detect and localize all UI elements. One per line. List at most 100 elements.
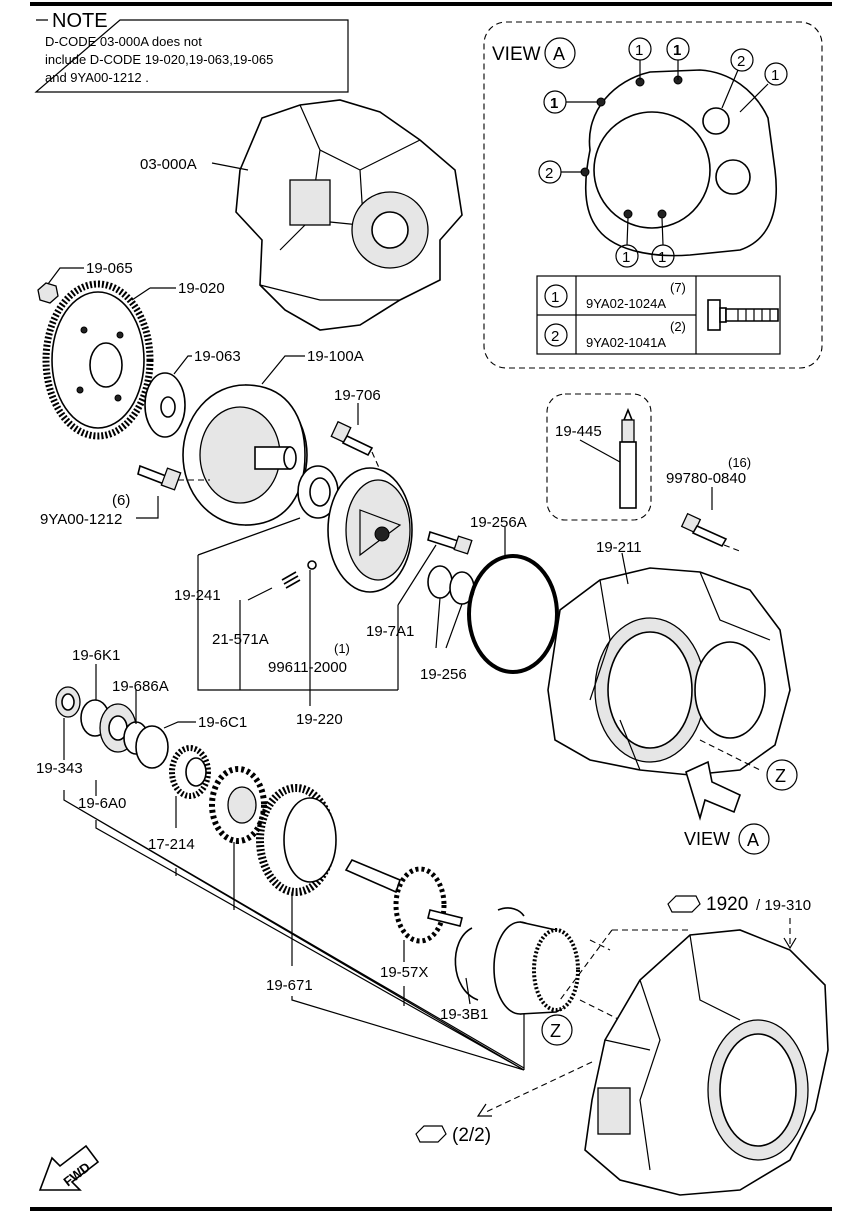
z-marker-1-circle [766,759,798,791]
grease-tube-19-445 [619,407,637,509]
o-ring-19-256A [467,554,559,674]
seal-19-241 [297,465,339,519]
marker-1e: 1 [622,249,630,266]
label-19-3B1: 19-3B1 [440,1006,488,1023]
label-9YA00-1212-qty: (6) [112,492,130,509]
oil-pump-19-220 [327,467,413,593]
top-border [30,2,832,6]
note-line-3: and 9YA00-1212 . [45,70,149,85]
marker-1d: 1 [771,67,779,84]
note-line-2: include D-CODE 19-020,19-063,19-065 [45,52,273,67]
bolt-9YA00-1212 [137,464,182,491]
label-19-020: 19-020 [178,280,225,297]
bolt-table: 1 (7) 9YA02-1024A 2 (2) 9YA02-1041A [536,275,781,355]
label-19-065: 19-065 [86,260,133,277]
view-a-markers: 1 1 1 2 1 2 1 1 [538,37,788,268]
o-ring-19-256-a [427,565,453,599]
ring-gear-19-671 [256,784,337,896]
ref-arrow-2-2 [415,1125,447,1143]
marker-2b: 2 [545,165,553,182]
spring-21-571A [281,571,301,589]
bottom-border [30,1207,832,1211]
table-row1-num: 1 [551,289,559,306]
ref-19-310: / 19-310 [756,897,811,914]
bolt-icon [707,299,779,331]
label-19-241: 19-241 [174,587,221,604]
label-19-220: 19-220 [296,711,343,728]
converter-housing-19-211 [547,567,791,776]
gear-diff [209,766,267,844]
table-row1-part: 9YA02-1024A [586,296,666,311]
label-21-571A: 21-571A [212,631,269,648]
marker-1f: 1 [658,249,666,266]
label-99611-2000-qty: (1) [334,641,350,656]
z-marker-2-circle [541,1014,573,1046]
seal-19-343 [55,686,81,718]
ball-99611-2000 [307,560,317,570]
ref-2-2-leader [485,1061,593,1113]
label-19-063: 19-063 [194,348,241,365]
label-19-671: 19-671 [266,977,313,994]
marker-2a: 2 [737,53,745,70]
transaxle-case [584,929,829,1196]
label-9YA00-1212: 9YA00-1212 [40,511,122,528]
view-a-arrow-letter-circle [738,823,770,855]
label-19-256A: 19-256A [470,514,527,531]
bolt-99780-0840 [680,512,728,548]
view-a-title: VIEW [492,44,541,65]
label-19-100A: 19-100A [307,348,364,365]
bolt-19-7A1 [427,530,473,555]
drive-plate-19-020 [42,280,154,440]
label-19-6K1: 19-6K1 [72,647,120,664]
ref-arrow-1920 [667,895,701,913]
nut-19-065 [37,282,59,304]
ref-2-2: (2/2) [452,1125,491,1146]
view-a-arrow-letter: A [747,830,759,850]
label-19-343: 19-343 [36,760,83,777]
label-99611-2000: 99611-2000 [268,659,347,676]
label-19-256: 19-256 [420,666,467,683]
label-19-211: 19-211 [596,539,642,556]
label-19-686A: 19-686A [112,678,169,695]
table-row1-qty: (7) [670,280,686,295]
leader-03-000A [211,162,249,171]
marker-1a: 1 [635,42,643,59]
grease-box [546,393,652,521]
gear-17-214 [169,745,211,799]
view-a-arrow-title: VIEW [684,829,730,849]
snap-ring-19-6C1 [135,725,169,769]
converter-housing-face [580,69,778,257]
label-19-6A0: 19-6A0 [78,795,126,812]
drum [493,921,580,1015]
transaxle-assembly [235,99,463,331]
table-row2-num: 2 [551,328,559,345]
ref-1920: 1920 [706,894,748,915]
label-19-6C1: 19-6C1 [198,714,247,731]
label-99780-0840: 99780-0840 [666,470,746,487]
label-19-7A1: 19-7A1 [366,623,414,640]
table-row2-qty: (2) [670,319,686,334]
z-marker-2: Z [550,1021,561,1041]
label-19-445: 19-445 [555,423,602,440]
label-19-57X: 19-57X [380,964,428,981]
view-a-letter-circle [544,37,576,69]
fwd-arrow-icon [38,1144,100,1191]
note-line-1: D-CODE 03-000A does not [45,34,202,49]
label-03-000A: 03-000A [140,156,197,173]
bolt-19-706 [330,420,374,457]
view-a-arrow-icon [685,760,741,821]
view-a-box: VIEW A 1 1 1 2 1 2 1 1 [483,21,823,369]
note-title: NOTE [52,10,108,32]
label-19-706: 19-706 [334,387,381,404]
note-box: NOTE D-CODE 03-000A does not include D-C… [34,10,349,93]
z-marker-1: Z [775,766,786,786]
shaft-19-57X [344,858,463,944]
marker-1c: 1 [550,95,558,112]
plate-19-063 [144,372,186,438]
label-17-214: 17-214 [148,836,195,853]
view-a-letter: A [553,44,565,64]
label-99780-0840-qty: (16) [728,455,751,470]
table-row2-part: 9YA02-1041A [586,335,666,350]
snap-ring-19-3B1 [454,927,479,1001]
